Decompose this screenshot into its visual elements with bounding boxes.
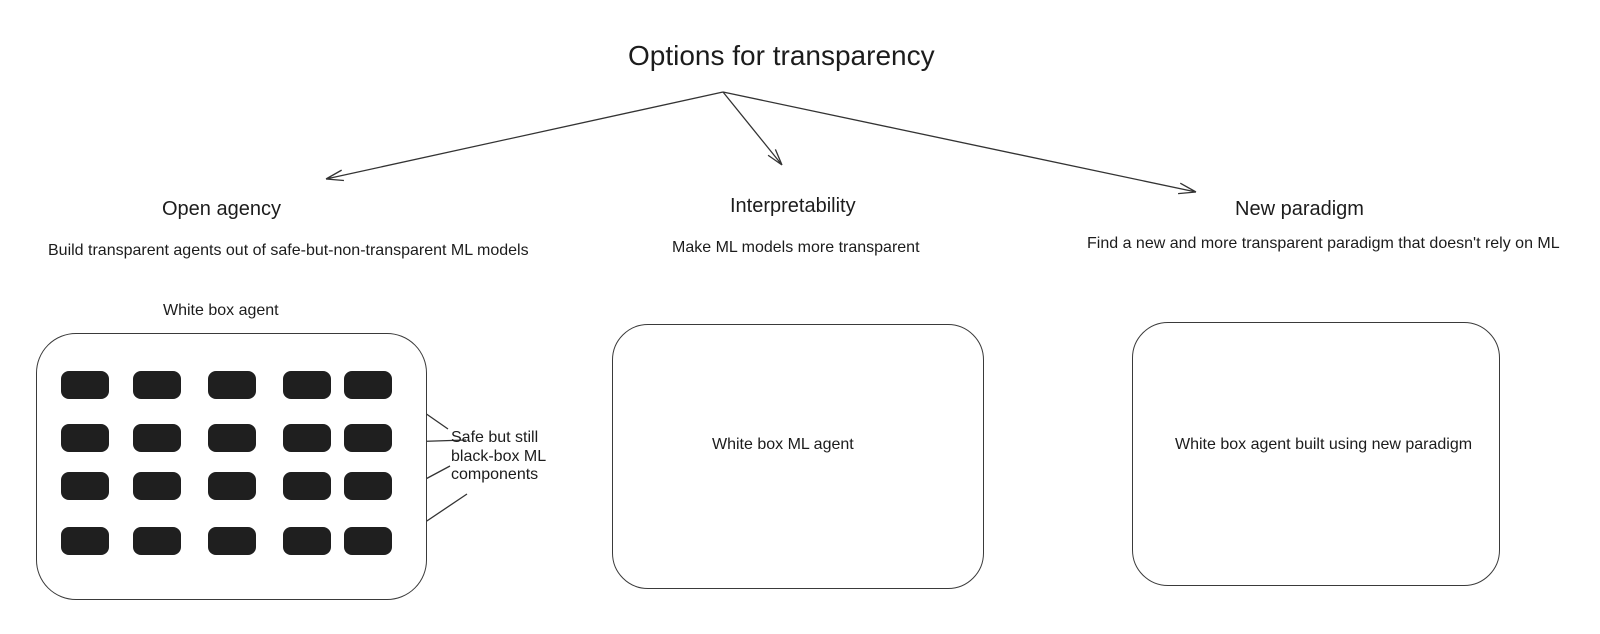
ml-component [283,424,331,452]
heading-open-agency: Open agency [162,198,281,220]
annotation-line: Safe but still [451,429,539,446]
new-paradigm-agent-box [1132,322,1500,586]
white-box-agent-label: White box agent [163,302,279,319]
ml-component [344,424,392,452]
black-box-components-annotation: Safe but still black-box ML components [451,429,546,485]
ml-component [283,371,331,399]
heading-new-paradigm: New paradigm [1235,198,1364,220]
ml-component [208,527,256,555]
ml-component [133,527,181,555]
description-open-agency: Build transparent agents out of safe-but… [48,242,529,259]
white-box-ml-agent-label: White box ML agent [712,436,854,453]
arrow-to-new-paradigm [722,91,1197,195]
description-new-paradigm: Find a new and more transparent paradigm… [1087,235,1560,252]
ml-component [344,472,392,500]
ml-component [208,424,256,452]
ml-component [208,371,256,399]
ml-component [61,527,109,555]
ml-component [61,472,109,500]
ml-component [133,472,181,500]
white-box-ml-agent-box [612,324,984,589]
arrow-to-open-agency [325,91,724,182]
ml-component [208,472,256,500]
ml-component [133,371,181,399]
ml-component [283,527,331,555]
heading-interpretability: Interpretability [730,195,856,217]
page-title: Options for transparency [628,40,935,71]
annotation-line: black-box ML [451,447,547,465]
description-interpretability: Make ML models more transparent [672,239,920,256]
ml-component [133,424,181,452]
ml-component [344,527,392,555]
annotation-line: components [451,466,539,483]
ml-component [283,472,331,500]
ml-component [61,424,109,452]
new-paradigm-agent-label: White box agent built using new paradigm [1175,436,1473,453]
ml-component [61,371,109,399]
arrow-to-interpretability [722,91,783,166]
ml-component [344,371,392,399]
